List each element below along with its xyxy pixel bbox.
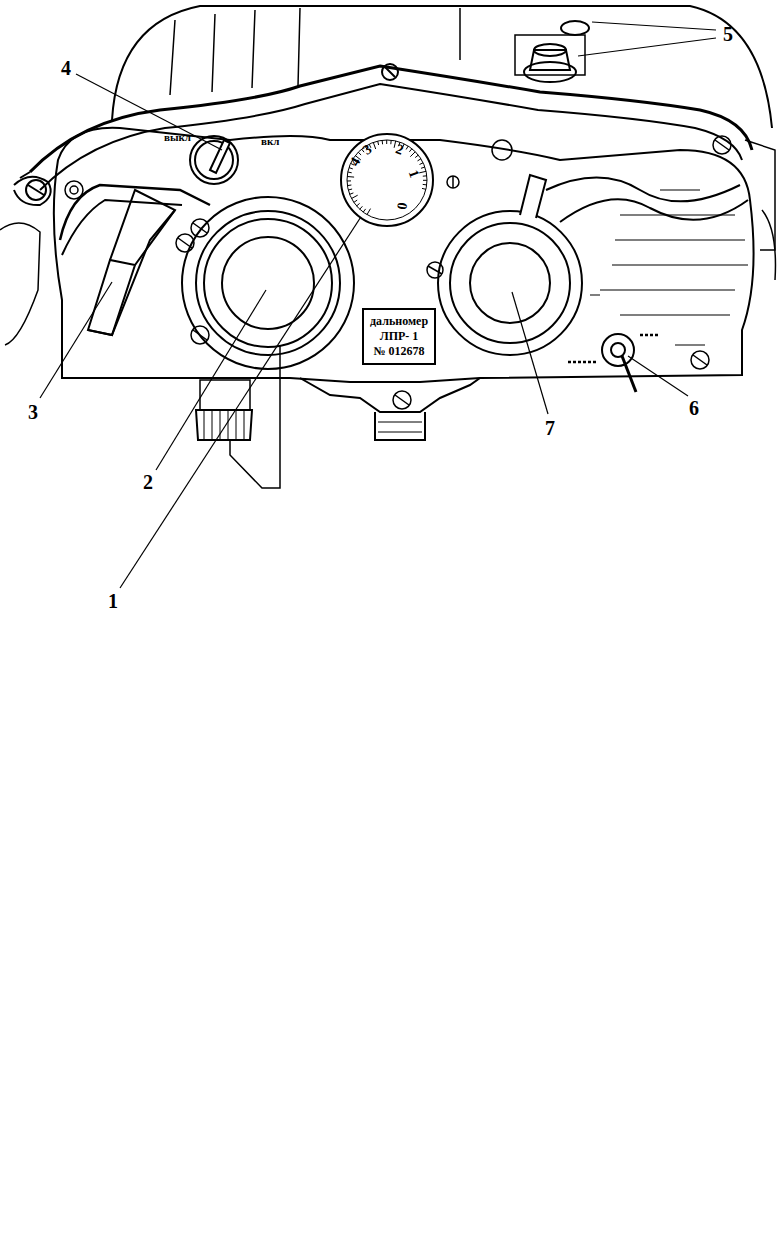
range-dial: 43210 — [339, 132, 435, 228]
callout-number: 7 — [545, 418, 555, 438]
switch-mark: вкл — [261, 136, 279, 147]
dial-face — [339, 132, 435, 228]
plate-text: № 012678 — [370, 344, 428, 359]
callout-number: 3 — [28, 402, 38, 422]
plate-text: дальномер — [370, 314, 428, 329]
callout-number: 4 — [61, 58, 71, 78]
callout-number: 5 — [723, 24, 733, 44]
switch-mark: выкл — [164, 132, 191, 143]
callout-number: 1 — [108, 591, 118, 611]
plate-text: ЛПР- 1 — [370, 329, 428, 344]
callout-number: 2 — [143, 472, 153, 492]
callout-number: 6 — [689, 398, 699, 418]
name-plate: дальномерЛПР- 1№ 012678 — [362, 308, 436, 365]
